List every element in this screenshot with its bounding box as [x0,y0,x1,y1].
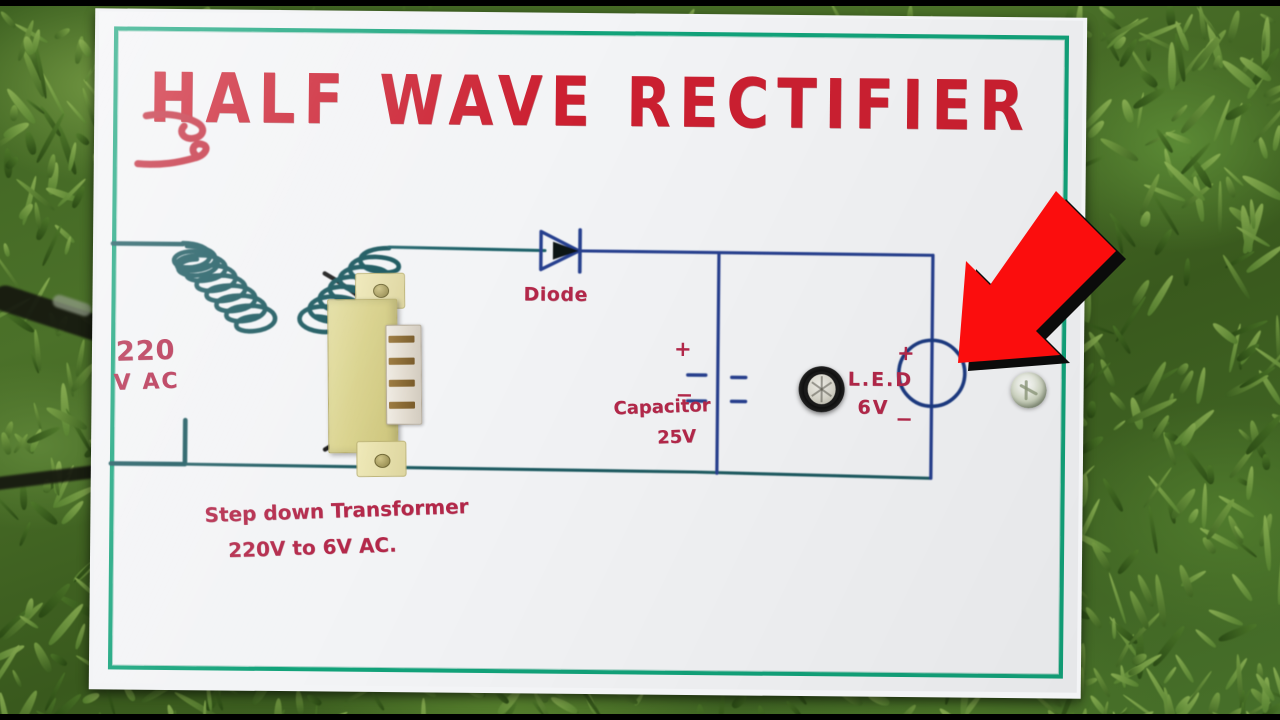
capacitor-stub-leads [685,373,748,404]
transformer-lug [388,401,416,409]
led-symbol-circle [897,338,967,409]
mains-wires [134,110,210,168]
supply-type-label: V AC [113,368,180,396]
capacitor-branch-wire [715,251,721,475]
diode-symbol [539,228,582,274]
letterbox-bottom [0,714,1280,720]
led-component [1010,372,1047,409]
led-minus-sign: − [895,406,914,432]
capacitor-name-label: Capacitor [613,395,711,420]
transformer-lug [388,379,415,387]
diode-label: Diode [523,283,588,306]
bottom-wire [185,462,933,480]
capacitor-rating-label: 25V [656,426,697,449]
top-wire-right [578,249,935,257]
supply-voltage-label: 220 [115,334,176,368]
led-rating-label: 6V [857,396,890,419]
led-dome [1010,372,1047,409]
transformer-screw-bottom [374,453,391,468]
primary-coil [108,240,278,467]
capacitor-plus-sign: + [673,336,692,361]
poster-board: HALF WAVE RECTIFIER [92,11,1084,693]
led-plus-sign: + [896,340,915,366]
transformer-lug [388,335,415,343]
transformer-screw-top [373,283,390,298]
transformer-lug [388,357,415,365]
top-wire-left [387,245,547,253]
led-name-label: L.E.D [847,368,914,392]
led-filament [1019,383,1039,396]
capacitor-top-face [807,374,836,405]
letterbox-top [0,0,1280,6]
led-branch-wire [929,253,935,480]
transformer-bobbin-bottom [356,440,407,478]
capacitor-component [798,366,845,413]
transformer-terminal-strip [385,324,423,425]
transformer-component [327,272,423,478]
circuit-diagram [108,110,967,480]
